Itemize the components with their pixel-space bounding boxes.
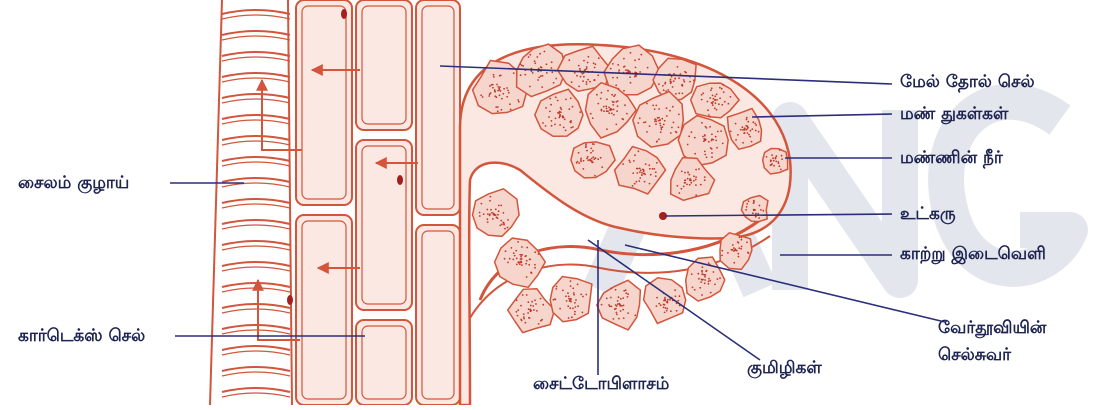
label-cytoplasm: சைட்டோபிளாசம்	[533, 374, 669, 394]
label-xylem-tube: சைலம் குழாய்	[18, 173, 129, 193]
label-air-space: காற்று இடைவெளி	[900, 244, 1046, 264]
label-soil-particles: மண் துகள்கள்	[900, 104, 1008, 124]
label-root-hair-wall-line2: செல்சுவர்	[938, 345, 1011, 365]
label-epidermal-cell: மேல் தோல் செல்	[900, 72, 1035, 92]
label-nucleus: உட்கரு	[900, 204, 956, 224]
label-cortex-cell: கார்டெக்ஸ் செல்	[18, 326, 145, 346]
root-hair	[460, 44, 791, 405]
label-root-hair-wall-line1: வேர்தூவியின்	[938, 318, 1046, 338]
xylem-vessel	[210, 0, 292, 405]
label-vacuoles: குமிழிகள்	[747, 358, 822, 378]
cortex-cells	[287, 0, 460, 405]
label-soil-water: மண்ணின் நீர்	[900, 148, 1003, 168]
